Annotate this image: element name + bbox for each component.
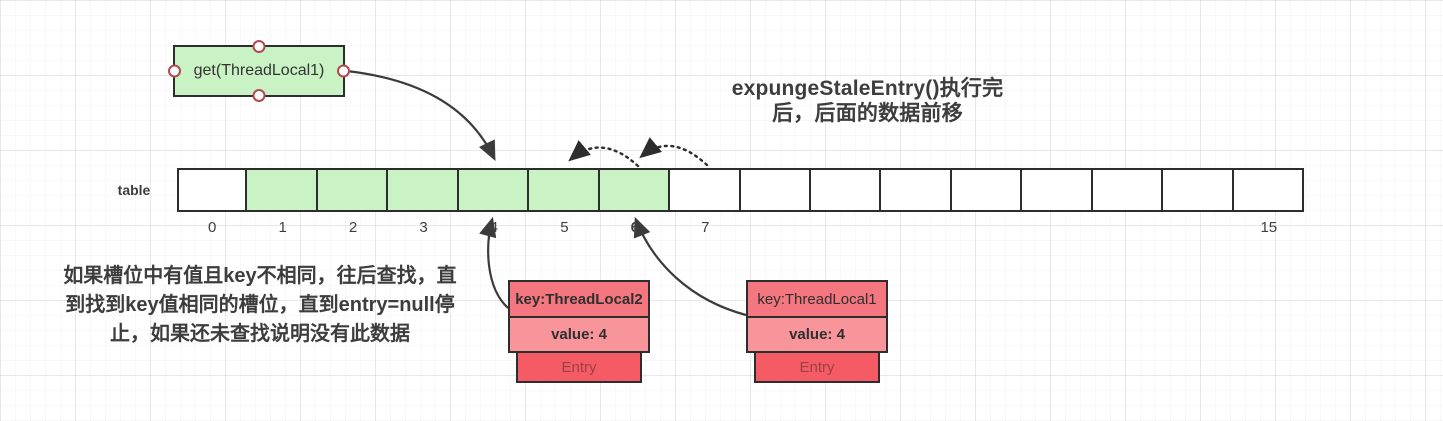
- table-index-label-4: 4: [489, 219, 499, 236]
- entry-shape-threadlocal1[interactable]: key:ThreadLocal1 value: 4 Entry: [746, 280, 888, 383]
- table-index-label-13: [1093, 219, 1163, 237]
- title-line-1: expungeStaleEntry()执行完: [731, 77, 1004, 100]
- note-line-2: 到找到key值相同的槽位，直到entry=null停: [65, 294, 455, 316]
- table-index-label-8: [741, 219, 811, 237]
- table-cell-1[interactable]: [245, 168, 318, 212]
- table-cell-15[interactable]: [1231, 168, 1304, 212]
- table-cell-0[interactable]: [177, 168, 248, 212]
- table-cell-5[interactable]: [527, 168, 600, 212]
- selection-handle-top[interactable]: [252, 40, 266, 53]
- shift-arc-slot7-to-slot6[interactable]: [639, 137, 709, 167]
- table-index-label-1: 1: [278, 219, 287, 236]
- table-cell-2[interactable]: [315, 168, 389, 212]
- entry2-type-row[interactable]: Entry: [516, 351, 642, 383]
- get-threadlocal1-shape[interactable]: get(ThreadLocal1): [168, 40, 350, 102]
- table-cell-3[interactable]: [386, 168, 459, 212]
- title-text: expungeStaleEntry()执行完 后，后面的数据前移: [680, 76, 1055, 126]
- note-line-3: 止，如果还未查找说明没有此数据: [110, 323, 410, 345]
- hash-table: 0 1 2 3 4 5 6 7 15: [177, 168, 1304, 237]
- table-index-label-9: [811, 219, 881, 237]
- selection-handle-right[interactable]: [337, 64, 350, 78]
- table-cell-6[interactable]: [597, 168, 671, 212]
- table-cell-9[interactable]: [808, 168, 882, 212]
- note-line-1: 如果槽位中有值且key不相同，往后查找，直: [63, 265, 457, 287]
- table-index-label-5: 5: [560, 219, 569, 236]
- table-index-label-0: 0: [208, 219, 217, 236]
- get-threadlocal1-label: get(ThreadLocal1): [193, 62, 325, 79]
- connector-get-to-slot4[interactable]: [346, 69, 496, 161]
- hash-table-cells: 0 1 2 3 4 5 6 7 15: [177, 168, 1304, 237]
- table-index-label-15: 15: [1260, 219, 1278, 236]
- table-cell-13[interactable]: [1090, 168, 1164, 212]
- entry1-value-row[interactable]: value: 4: [746, 316, 888, 353]
- note-text: 如果槽位中有值且key不相同，往后查找，直 到找到key值相同的槽位，直到ent…: [36, 262, 484, 349]
- table-index-label-11: [952, 219, 1022, 237]
- table-cell-10[interactable]: [879, 168, 952, 212]
- selection-handle-bottom[interactable]: [252, 89, 266, 102]
- table-index-label-6: 6: [630, 219, 640, 236]
- table-index-label-7: 7: [701, 219, 710, 236]
- table-index-label-10: [881, 219, 951, 237]
- entry2-key-row[interactable]: key:ThreadLocal2: [508, 280, 650, 318]
- table-cell-11[interactable]: [949, 168, 1023, 212]
- table-cell-12[interactable]: [1020, 168, 1093, 212]
- title-line-2: 后，后面的数据前移: [772, 102, 963, 125]
- table-index-label-3: 3: [419, 219, 428, 236]
- table-index-label-14: [1163, 219, 1233, 237]
- shift-arc-slot6-to-slot5[interactable]: [568, 140, 640, 168]
- entry2-value-row[interactable]: value: 4: [508, 316, 650, 353]
- selection-handle-left[interactable]: [168, 64, 181, 78]
- table-cell-4[interactable]: [456, 168, 530, 212]
- entry-shape-threadlocal2[interactable]: key:ThreadLocal2 value: 4 Entry: [508, 280, 650, 383]
- table-index-label-2: 2: [348, 219, 358, 236]
- entry1-type-row[interactable]: Entry: [754, 351, 880, 383]
- table-label: table: [117, 182, 151, 198]
- table-cell-7[interactable]: [668, 168, 741, 212]
- entry1-key-row[interactable]: key:ThreadLocal1: [746, 280, 888, 318]
- table-cell-14[interactable]: [1161, 168, 1234, 212]
- table-cell-8[interactable]: [738, 168, 811, 212]
- table-index-label-12: [1022, 219, 1092, 237]
